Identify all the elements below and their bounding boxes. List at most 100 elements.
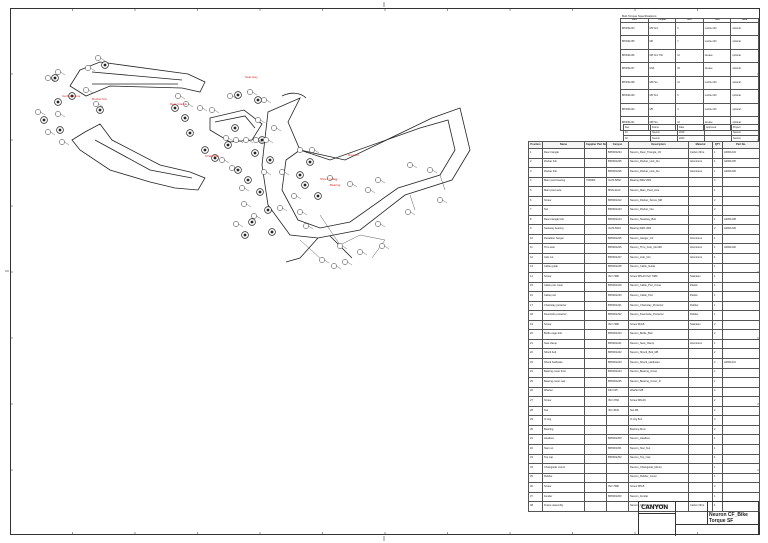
bom-cell: 1: [528, 148, 543, 159]
chainstay-detail: [94, 139, 193, 179]
bom-cell: [722, 367, 760, 379]
bom-cell: 33: [528, 453, 543, 465]
part-balloon: [223, 135, 229, 141]
part-balloon: [437, 197, 443, 203]
bom-cell: [722, 501, 760, 512]
bom-cell: Bushing: [542, 424, 585, 436]
bom-cell: Nut: [542, 405, 585, 417]
part-balloon: [45, 129, 51, 135]
part-balloon: [261, 169, 267, 175]
hardware-hole: [70, 94, 74, 98]
bom-cell: [584, 463, 607, 474]
bom-cell: [722, 443, 760, 455]
balloon-leader: [268, 139, 274, 144]
bom-cell: BP0001244: [606, 367, 629, 379]
bom-cell: 1: [712, 214, 723, 226]
spec-cell: M5 Torx: [647, 21, 677, 37]
balloon-leader: [336, 265, 342, 270]
bom-cell: Nut: [542, 205, 585, 216]
bom-cell: 2: [528, 157, 543, 169]
part-balloon: [55, 69, 61, 75]
part-balloon: [83, 87, 89, 93]
part-balloon: [357, 249, 363, 255]
bom-cell: [584, 214, 607, 226]
title-block: CANYON Neuron CF_Bike Torque SF: [638, 501, 760, 536]
bom-cell: [584, 348, 607, 360]
part-balloon: [247, 89, 253, 95]
bom-cell: A0001234: [722, 148, 760, 159]
bom-cell: [722, 329, 760, 340]
part-balloon: [45, 75, 51, 81]
part-balloon: [277, 205, 283, 211]
bom-cell: [722, 415, 760, 426]
bom-cell: A0001236: [722, 167, 760, 178]
part-balloon: [405, 209, 411, 215]
bom-cell: [584, 310, 607, 321]
bom-cell: 19: [528, 319, 543, 331]
bom-cell: [584, 501, 607, 512]
part-balloon: [85, 65, 91, 71]
spec-cell: 6: [675, 89, 704, 104]
bom-cell: [606, 463, 629, 474]
bom-cell: Neuron_Bottle_Bolt: [628, 329, 689, 340]
bom-cell: [722, 386, 760, 398]
bom-cell: [584, 148, 607, 159]
spec-cell: BP0001234: [620, 21, 649, 37]
spec-cell: BP0001237: [620, 62, 649, 77]
hardware-hole: [258, 190, 262, 194]
part-balloon: [243, 137, 249, 143]
bom-cell: [688, 262, 713, 274]
bom-cell: Carbon fibre: [688, 148, 713, 159]
part-balloon: [175, 93, 181, 99]
bom-cell: 12: [528, 253, 543, 264]
bom-cell: Cable port cover: [542, 281, 585, 293]
bom-cell: MSN-2123: [606, 186, 629, 197]
spec-cell: optional: [730, 75, 759, 91]
spec-cell: 15: [675, 62, 704, 77]
bom-cell: Aluminium: [688, 167, 713, 178]
part-balloon: [375, 221, 381, 227]
hardware-hole: [103, 63, 107, 67]
bom-cell: [584, 405, 607, 417]
bom-cell: [584, 243, 607, 254]
main-frame-outline: [261, 97, 471, 239]
bom-cell: 27: [528, 396, 543, 407]
spec-cell: optional: [730, 35, 759, 50]
bom-cell: 3: [528, 167, 543, 178]
part-balloon: [93, 101, 99, 107]
balloon-leader: [342, 245, 348, 250]
bom-cell: BP0001235: [606, 157, 629, 169]
bom-cell: [584, 300, 607, 312]
balloon-leader: [88, 89, 94, 94]
bom-cell: [722, 291, 760, 302]
balloon-leader: [238, 139, 244, 144]
bom-cell: BP0001228: [606, 262, 629, 274]
bom-cell: 1: [712, 167, 723, 178]
part-balloon: [239, 185, 245, 191]
part-balloon: [347, 181, 353, 187]
spec-cell: Loctite 243: [702, 75, 732, 91]
bom-header: Name: [542, 141, 585, 149]
balloon-leader: [50, 77, 56, 82]
bom-cell: DIN 125: [606, 386, 629, 398]
spec-cell: 7: [675, 35, 704, 50]
red-callout: Chain stay: [205, 154, 220, 158]
red-callout: Shock mount: [320, 177, 338, 181]
torque-spec-title: Bolt Torque Specifications: [622, 14, 657, 18]
bom-cell: 16: [528, 291, 543, 302]
bom-cell: 7: [528, 205, 543, 216]
bom-cell: BP0001225: [606, 233, 629, 245]
bom-cell: 23: [528, 358, 543, 369]
canyon-logo: CANYON: [641, 504, 669, 511]
bom-cell: [584, 195, 607, 207]
balloon-leader: [380, 179, 386, 184]
part-balloon: [253, 137, 259, 143]
bom-cell: 38: [528, 501, 543, 512]
bom-cell: Downtube protector: [542, 310, 585, 321]
part-balloon: [35, 109, 41, 115]
bom-cell: 22: [528, 348, 543, 360]
